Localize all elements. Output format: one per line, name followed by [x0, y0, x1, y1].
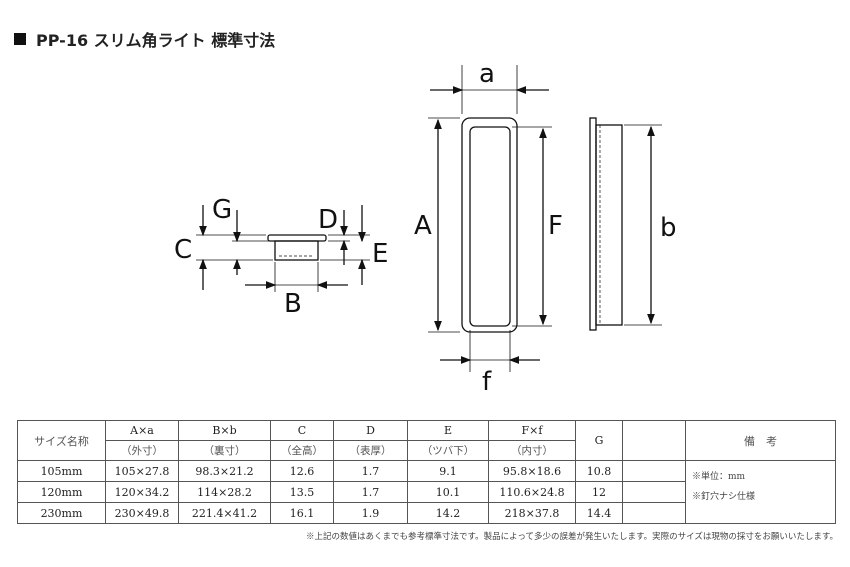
cell: 1.7 — [333, 481, 408, 503]
header-c-sub: （全高） — [270, 440, 334, 461]
cell: 9.1 — [407, 460, 489, 482]
label-A: A — [414, 211, 432, 241]
bullet-square-icon — [14, 33, 26, 45]
side-view-body — [595, 124, 623, 326]
header-d-sub: （表厚） — [333, 440, 408, 461]
section-view-flange — [267, 234, 327, 242]
footnote: ※上記の数値はあくまでも参考標準寸法です。製品によって多少の誤差が発生いたします… — [305, 532, 838, 542]
header-remarks: 備 考 — [685, 420, 836, 461]
cell: 10.8 — [575, 460, 623, 482]
cell: 221.4×41.2 — [178, 502, 271, 524]
section-view-body — [274, 240, 319, 261]
dimension-diagram: a A F b f B C G D E — [174, 59, 677, 397]
cell: 114×28.2 — [178, 481, 271, 503]
label-f: f — [482, 367, 492, 397]
page-title: PP-16 スリム角ライト 標準寸法 — [14, 27, 275, 51]
cell: 120×34.2 — [105, 481, 179, 503]
header-g: G — [575, 420, 623, 461]
cell: 1.7 — [333, 460, 408, 482]
header-f-sub: （内寸） — [488, 440, 576, 461]
header-blank — [622, 420, 686, 461]
label-D: D — [318, 205, 338, 235]
header-a: A×a — [105, 420, 179, 441]
front-view-outer — [461, 117, 518, 333]
cell: 230mm — [17, 502, 106, 524]
header-a-sub: （外寸） — [105, 440, 179, 461]
cell: 12 — [575, 481, 623, 503]
label-C: C — [174, 235, 192, 265]
label-b: b — [660, 213, 677, 243]
cell — [622, 460, 686, 482]
cell: 120mm — [17, 481, 106, 503]
header-f: F×f — [488, 420, 576, 441]
cell: 98.3×21.2 — [178, 460, 271, 482]
cell: 16.1 — [270, 502, 334, 524]
cell: 13.5 — [270, 481, 334, 503]
cell — [622, 481, 686, 503]
spec-table: サイズ名称 A×a B×b C D E F×f G 備 考 （外寸） （裏寸） … — [17, 420, 836, 524]
cell: 105×27.8 — [105, 460, 179, 482]
cell: 218×37.8 — [488, 502, 576, 524]
remarks-cell: ※単位：mm ※釘穴ナシ仕様 — [685, 460, 836, 524]
front-view-inner — [469, 126, 511, 327]
cell: 14.2 — [407, 502, 489, 524]
label-G: G — [212, 195, 232, 225]
label-E: E — [372, 239, 388, 269]
remark-no-nail-hole: ※釘穴ナシ仕様 — [692, 492, 756, 502]
header-b-sub: （裏寸） — [178, 440, 271, 461]
header-size-name: サイズ名称 — [17, 420, 106, 461]
cell — [622, 502, 686, 524]
cell: 110.6×24.8 — [488, 481, 576, 503]
remark-unit: ※単位：mm — [692, 472, 746, 482]
label-B: B — [284, 289, 302, 319]
label-a: a — [479, 59, 495, 89]
cell: 230×49.8 — [105, 502, 179, 524]
header-e-sub: （ツバ下） — [407, 440, 489, 461]
label-F: F — [548, 211, 563, 241]
cell: 12.6 — [270, 460, 334, 482]
cell: 10.1 — [407, 481, 489, 503]
cell: 95.8×18.6 — [488, 460, 576, 482]
header-d: D — [333, 420, 408, 441]
side-view-flange — [589, 117, 597, 331]
title-text: PP-16 スリム角ライト 標準寸法 — [36, 31, 276, 50]
header-b: B×b — [178, 420, 271, 441]
cell: 14.4 — [575, 502, 623, 524]
header-e: E — [407, 420, 489, 441]
cell: 105mm — [17, 460, 106, 482]
header-c: C — [270, 420, 334, 441]
cell: 1.9 — [333, 502, 408, 524]
